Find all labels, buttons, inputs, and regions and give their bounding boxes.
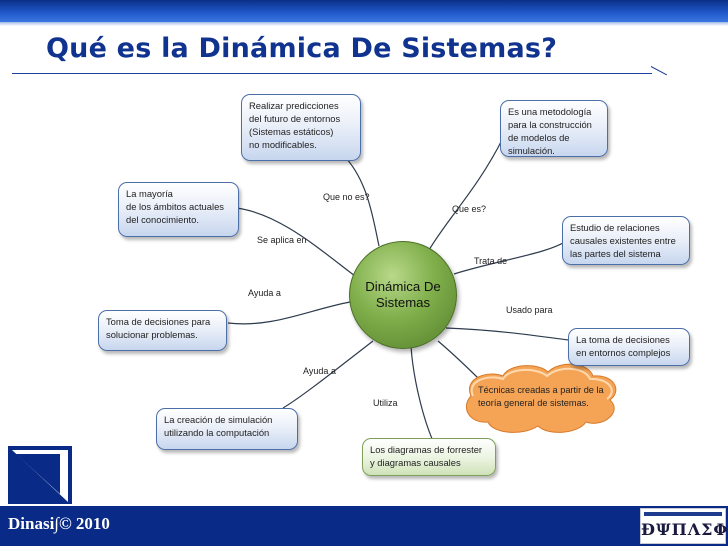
connector-predicciones	[345, 157, 380, 247]
node-predicciones-line-4: no modificables.	[249, 139, 317, 150]
node-mayoria: La mayoría de los ámbitos actuales del c…	[118, 182, 239, 237]
dinasi-logo: ÐΨΠΛΣΦ	[640, 508, 728, 544]
connector-relaciones	[453, 239, 569, 275]
link-label-que-es: Que es?	[452, 204, 487, 214]
node-metodologia: Es una metodología para la construcción …	[500, 100, 608, 157]
node-tecnicas: Técnicas creadas a partir de la teoría g…	[478, 384, 613, 410]
node-relaciones-line-2: causales existentes entre	[570, 235, 676, 246]
node-mayoria-line-3: del conocimiento.	[126, 214, 199, 225]
connector-lines	[227, 137, 617, 442]
node-tecnicas-line-1: Técnicas creadas a partir de la	[478, 385, 604, 395]
center-node: Dinámica De Sistemas	[349, 241, 457, 349]
node-creacion-line-1: La creación de simulación	[164, 414, 273, 425]
node-creacion-line-2: utilizando la computación	[164, 427, 270, 438]
node-mayoria-line-2: de los ámbitos actuales	[126, 201, 224, 212]
link-label-utiliza: Utiliza	[373, 398, 398, 408]
footer-bar	[0, 506, 728, 546]
logo-bar	[644, 512, 722, 516]
node-relaciones: Estudio de relaciones causales existente…	[562, 216, 690, 265]
connector-metodologia	[428, 137, 504, 251]
link-label-que-no-es: Que no es?	[323, 192, 370, 202]
link-label-se-aplica: Se aplica en	[257, 235, 307, 245]
link-label-ayuda-a-1: Ayuda a	[248, 288, 281, 298]
connector-creacion	[282, 340, 374, 409]
node-metodologia-line-4: simulación.	[508, 145, 555, 156]
connector-mayoria	[235, 207, 356, 277]
node-toma-entornos-line-1: La toma de decisiones	[576, 334, 670, 345]
node-relaciones-line-3: las partes del sistema	[570, 248, 661, 259]
node-mayoria-line-1: La mayoría	[126, 188, 173, 199]
footer-copyright: Dinasi∫© 2010	[8, 514, 110, 533]
link-label-usado-para: Usado para	[506, 305, 553, 315]
node-diagramas-line-1: Los diagramas de forrester	[370, 444, 483, 455]
title-underline	[12, 73, 652, 74]
node-toma-entornos-line-2: en entornos complejos	[576, 347, 671, 358]
node-tecnicas-line-2: teoría general de sistemas.	[478, 398, 589, 408]
node-diagramas-line-2: y diagramas causales	[370, 457, 461, 468]
connector-toma	[227, 301, 351, 325]
top-banner	[0, 0, 728, 26]
node-metodologia-line-1: Es una metodología	[508, 106, 592, 117]
connector-tecnicas	[437, 340, 484, 384]
logo-text: ÐΨΠΛΣΦ	[641, 520, 728, 539]
node-predicciones-line-3: (Sistemas estáticos)	[249, 126, 334, 137]
node-predicciones-line-2: del futuro de entornos	[249, 113, 341, 124]
node-diagramas: Los diagramas de forrester y diagramas c…	[362, 438, 496, 476]
node-creacion: La creación de simulación utilizando la …	[156, 408, 298, 450]
node-toma-entornos: La toma de decisiones en entornos comple…	[568, 328, 690, 366]
link-label-ayuda-a-2: Ayuda a	[303, 366, 336, 376]
node-predicciones: Realizar predicciones del futuro de ento…	[241, 94, 361, 161]
node-metodologia-line-3: de modelos de	[508, 132, 570, 143]
corner-decoration	[8, 446, 72, 504]
node-toma-line-1: Toma de decisiones para	[106, 316, 211, 327]
tecnicas-cloud	[465, 363, 617, 433]
title-underline-hook	[650, 66, 668, 76]
node-toma: Toma de decisiones para solucionar probl…	[98, 310, 227, 351]
node-predicciones-line-1: Realizar predicciones	[249, 100, 339, 111]
concept-map: Realizar predicciones del futuro de ento…	[78, 78, 728, 506]
link-label-trata-de: Trata de	[474, 256, 508, 266]
node-metodologia-line-2: para la construcción	[508, 119, 592, 130]
node-relaciones-line-1: Estudio de relaciones	[570, 222, 660, 233]
connector-diagramas	[410, 345, 434, 442]
center-node-line-1: Dinámica De	[365, 279, 441, 294]
node-toma-line-2: solucionar problemas.	[106, 329, 198, 340]
connector-toma-entornos	[445, 327, 569, 341]
slide-title: Qué es la Dinámica De Sistemas?	[46, 33, 558, 64]
center-node-line-2: Sistemas	[375, 295, 431, 310]
